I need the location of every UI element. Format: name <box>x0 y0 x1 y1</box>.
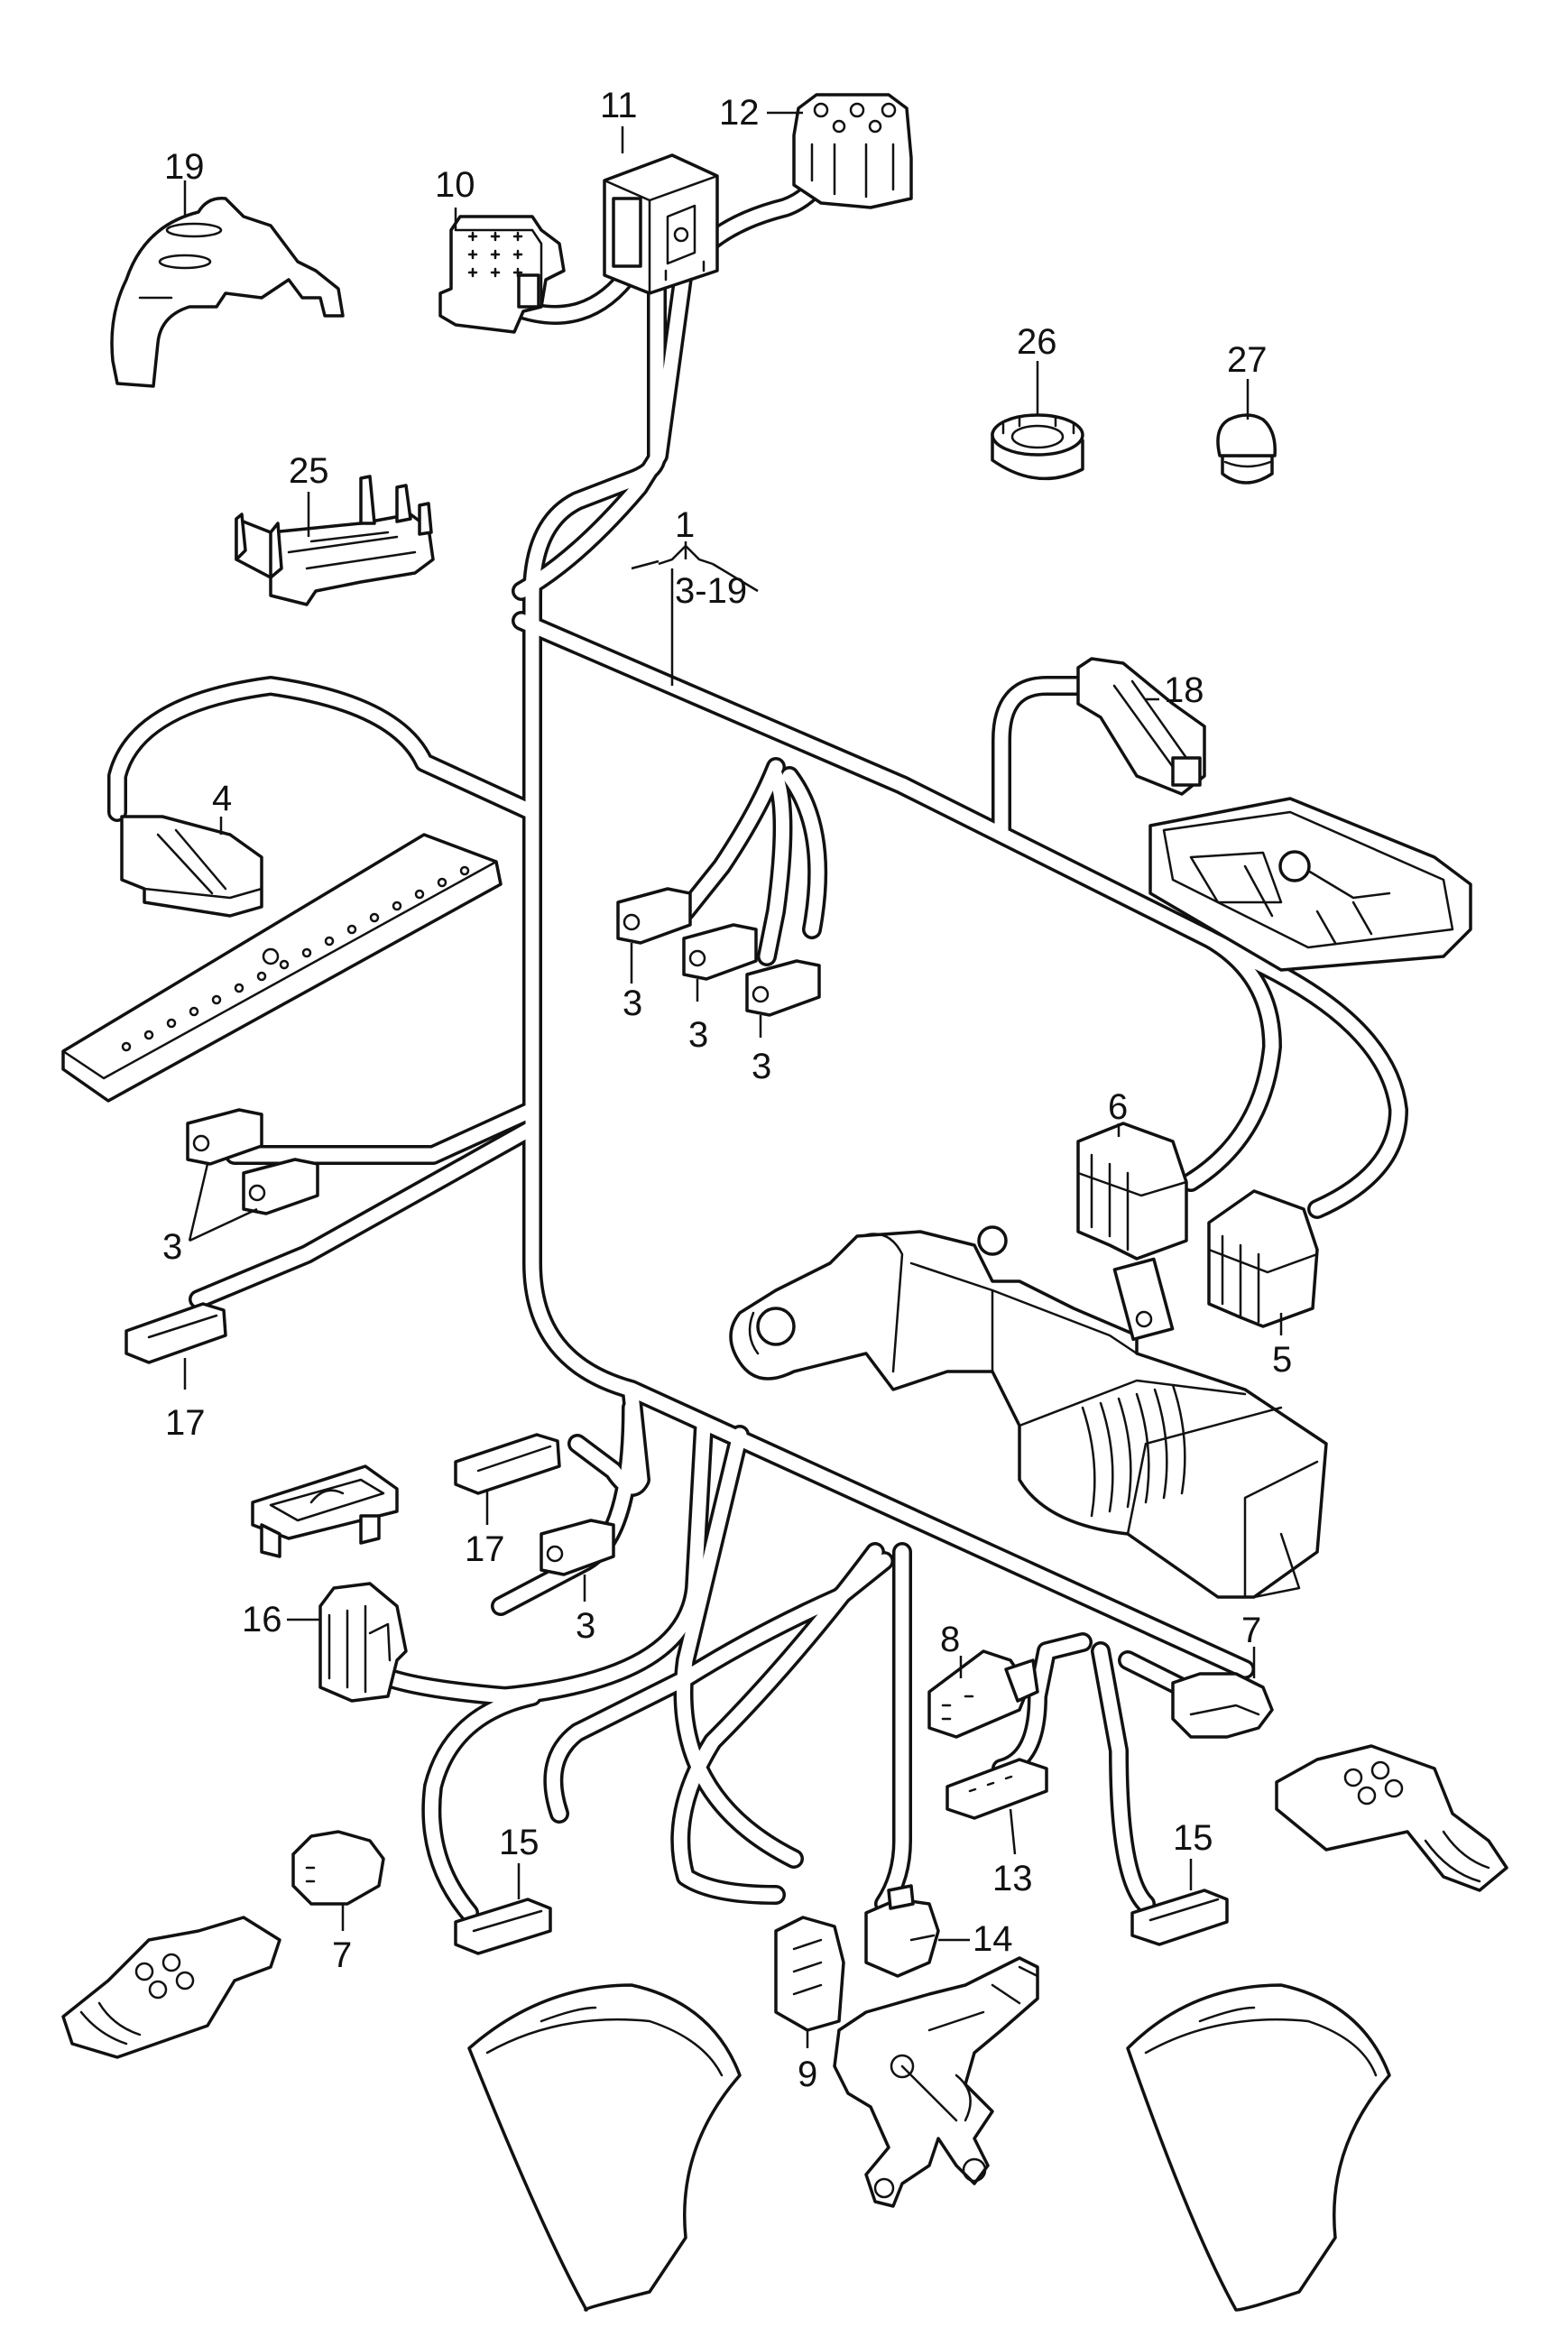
part-7-connector-left <box>291 1830 385 1906</box>
part-15-connector-right <box>1130 1889 1229 1946</box>
reference-labels: 1 3-19 19 10 11 12 26 27 25 18 4 3 3 3 3… <box>162 86 1292 2094</box>
label-16: 16 <box>242 1600 282 1639</box>
label-15a: 15 <box>499 1823 540 1862</box>
label-7a: 7 <box>1241 1611 1261 1650</box>
label-4: 4 <box>212 779 232 818</box>
part-17-connector-a <box>125 1302 227 1364</box>
label-8: 8 <box>940 1620 960 1659</box>
part-25-connector-holder <box>235 475 435 606</box>
part-3-sensor-connector-f <box>540 1519 615 1576</box>
label-3b: 3 <box>688 1015 708 1055</box>
label-27: 27 <box>1227 340 1268 380</box>
part-27-bulb <box>1216 413 1277 485</box>
part-7-connector-right <box>1171 1672 1274 1739</box>
label-3-19: 3-19 <box>675 571 747 611</box>
label-18: 18 <box>1164 670 1204 710</box>
label-3d: 3 <box>162 1227 182 1267</box>
lock-mechanism <box>833 1956 1039 2208</box>
lamp-reflector-right <box>1126 1983 1391 2312</box>
label-25: 25 <box>289 451 329 491</box>
label-15b: 15 <box>1173 1818 1213 1858</box>
label-5: 5 <box>1272 1340 1292 1380</box>
label-12: 12 <box>719 93 760 133</box>
label-1: 1 <box>675 505 695 545</box>
label-19: 19 <box>164 147 205 187</box>
part-trim-rail <box>61 833 503 1103</box>
part-3-sensor-connector-d <box>186 1108 263 1166</box>
label-7b: 7 <box>332 1935 352 1975</box>
part-13-connector <box>945 1758 1048 1820</box>
part-7-lamp-socket-left <box>61 1916 281 2059</box>
leader-lines <box>183 111 1283 2048</box>
part-14-connector <box>864 1884 940 1978</box>
label-17a: 17 <box>165 1403 206 1443</box>
part-3-sensor-connector-a <box>616 887 692 945</box>
label-17b: 17 <box>465 1529 505 1569</box>
central-actuator-motor <box>729 1225 1328 1599</box>
part-3-sensor-connector-e <box>242 1158 319 1215</box>
part-9-connector <box>774 1916 845 2032</box>
part-19-harness-bracket <box>110 197 345 388</box>
label-6: 6 <box>1108 1087 1128 1127</box>
part-7-lamp-socket-right <box>1275 1744 1508 1892</box>
label-3a: 3 <box>623 984 642 1023</box>
label-10: 10 <box>435 165 475 205</box>
part-8-connector <box>927 1649 1039 1739</box>
lamp-reflector-left <box>467 1983 742 2312</box>
part-3-sensor-connector-c <box>745 959 821 1017</box>
part-18-light-housing <box>1148 797 1472 972</box>
part-26-ring-nut <box>991 413 1084 481</box>
part-4-connector <box>120 815 263 918</box>
part-18-connector <box>1076 657 1206 796</box>
part-15-connector-left <box>454 1898 552 1955</box>
label-14: 14 <box>973 1919 1013 1959</box>
part-12-relay-connector <box>792 93 913 209</box>
label-11: 11 <box>600 86 638 125</box>
label-9: 9 <box>798 2055 817 2094</box>
wiring-harness-body <box>107 152 1408 1923</box>
label-13: 13 <box>992 1859 1033 1898</box>
part-17-connector-b <box>454 1433 561 1495</box>
label-3e: 3 <box>576 1606 595 1646</box>
part-3-sensor-connector-b <box>682 923 758 981</box>
label-26: 26 <box>1017 322 1057 362</box>
switch-panel <box>251 1464 399 1558</box>
part-6-connector <box>1076 1122 1188 1261</box>
part-10-multipin-connector <box>438 215 566 334</box>
part-5-connector <box>1207 1189 1319 1328</box>
label-3c: 3 <box>752 1047 771 1086</box>
part-11-socket-connector <box>603 153 719 295</box>
part-16-connector <box>318 1582 408 1703</box>
